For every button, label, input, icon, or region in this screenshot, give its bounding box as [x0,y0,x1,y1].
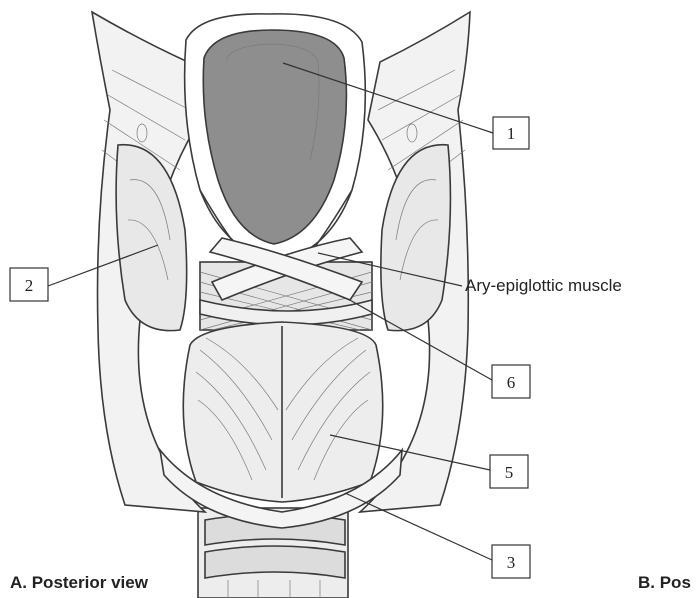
callout-5-text: 5 [505,463,514,482]
callout-6-text: 6 [507,373,516,392]
callout-3: 3 [492,545,530,578]
callout-3-text: 3 [507,553,516,572]
epiglottis [185,14,366,262]
caption-b-truncated: B. Pos [638,573,691,592]
callout-2-text: 2 [25,276,34,295]
callout-6: 6 [492,365,530,398]
callout-5: 5 [490,455,528,488]
callout-1-text: 1 [507,124,516,143]
callout-2: 2 [10,268,48,301]
callout-1: 1 [493,117,529,149]
posterior-cricoarytenoid [183,322,382,502]
ary-epiglottic-label: Ary-epiglottic muscle [465,276,622,295]
caption-posterior-view: A. Posterior view [10,573,149,592]
